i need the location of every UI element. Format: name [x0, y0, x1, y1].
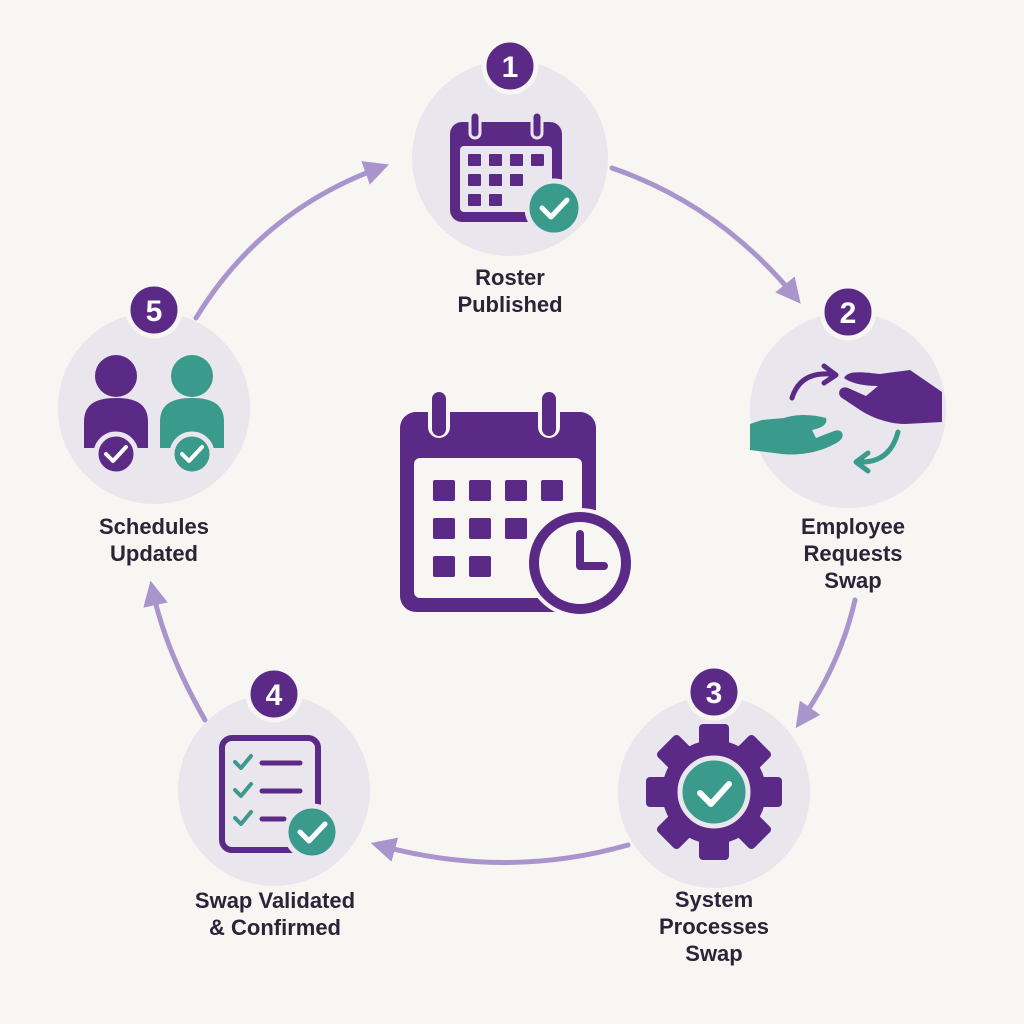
cycle-arrows [143, 161, 858, 865]
step-5-number: 5 [146, 295, 163, 328]
arrow-4-to-5 [143, 580, 208, 723]
calendar-check-icon [450, 110, 584, 238]
step-4-node: 4 [178, 665, 370, 886]
step-3-number: 3 [706, 677, 723, 710]
step-1-badge [481, 37, 539, 95]
arrow-5-to-1 [193, 161, 390, 321]
step-1-node: 1 [412, 37, 608, 256]
step-5-label: Schedules Updated [98, 514, 210, 566]
arrow-1-to-2 [609, 165, 801, 304]
checklist-check-icon [219, 735, 341, 861]
calendar-clock-icon [400, 392, 635, 618]
step-2-node: 2 [750, 283, 946, 508]
step-3-node: 3 [618, 663, 810, 888]
step-5-badge [125, 281, 183, 339]
people-check-icon [84, 355, 224, 477]
gear-check-icon [646, 724, 782, 860]
step-2-number: 2 [840, 297, 857, 330]
step-1-label: Roster Published [457, 265, 563, 317]
arrow-3-to-4 [370, 837, 631, 865]
step-4-badge [245, 665, 303, 723]
step-2-label: Employee Requests Swap [801, 514, 905, 593]
step-3-badge [685, 663, 743, 721]
step-5-node: 5 [58, 281, 250, 504]
step-2-badge [819, 283, 877, 341]
step-3-label: System Processes Swap [658, 887, 770, 966]
step-1-number: 1 [502, 51, 519, 84]
arrow-2-to-3 [795, 597, 858, 729]
step-4-label: Swap Validated & Confirmed [194, 888, 356, 940]
step-4-number: 4 [266, 679, 283, 712]
hands-exchange-icon [750, 363, 942, 474]
